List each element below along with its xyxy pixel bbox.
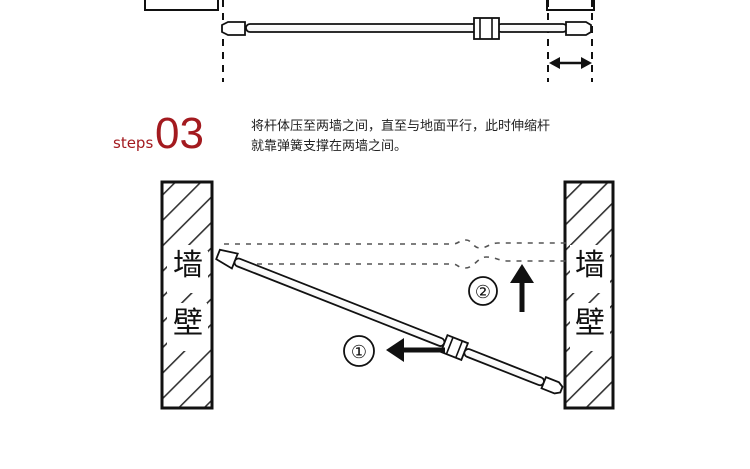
left-arrow-head xyxy=(386,338,404,362)
step-1-number: ① xyxy=(351,342,367,363)
instruction-text: 将杆体压至两墙之间，直至与地面平行，此时伸缩杆 就靠弹簧支撑在两墙之间。 xyxy=(251,117,641,157)
parallel-target-bottom-dashed-line xyxy=(224,256,566,269)
step-2-indicator: ② xyxy=(468,264,534,312)
angled-rod-group xyxy=(215,248,564,395)
top-rod-right-segment xyxy=(496,23,568,33)
top-left-wall-edge xyxy=(144,0,219,11)
top-double-arrow-right-head xyxy=(581,57,592,69)
main-rod-left-segment xyxy=(233,257,446,347)
main-left-end-cap xyxy=(215,248,239,270)
top-right-end-cap xyxy=(565,21,592,36)
top-reference-diagram xyxy=(144,0,595,82)
step-2-number: ② xyxy=(475,282,491,303)
top-left-end-cap xyxy=(221,21,246,36)
right-wall xyxy=(563,180,615,410)
up-arrow-head xyxy=(510,264,534,283)
parallel-target-top-dashed-line xyxy=(224,239,566,249)
right-wall-label-top: 墙 xyxy=(570,251,610,281)
step-number: 03 xyxy=(155,109,204,158)
main-coupler-line-2 xyxy=(455,340,464,359)
step-1-indicator: ① xyxy=(343,335,445,367)
top-right-wall-edge xyxy=(546,0,595,11)
step-1-circle xyxy=(343,335,375,367)
instruction-line-2: 就靠弹簧支撑在两墙之间。 xyxy=(251,139,408,154)
steps-label: steps xyxy=(113,134,154,152)
left-wall-label-bottom: 壁 xyxy=(168,309,208,339)
right-wall-label-bottom: 壁 xyxy=(570,309,610,339)
top-double-arrow-left-head xyxy=(549,57,560,69)
instruction-line-1: 将杆体压至两墙之间，直至与地面平行，此时伸缩杆 xyxy=(251,119,551,134)
step-2-circle xyxy=(468,276,498,306)
main-coupler-line-1 xyxy=(445,337,454,355)
left-wall-label-top: 墙 xyxy=(168,251,208,281)
main-rod-right-segment xyxy=(463,348,545,387)
top-center-coupler xyxy=(473,17,500,40)
top-rod-left-segment xyxy=(245,23,480,33)
main-illustration: ① ② xyxy=(160,180,615,410)
main-right-end-cap xyxy=(540,375,564,395)
left-wall xyxy=(160,180,214,410)
